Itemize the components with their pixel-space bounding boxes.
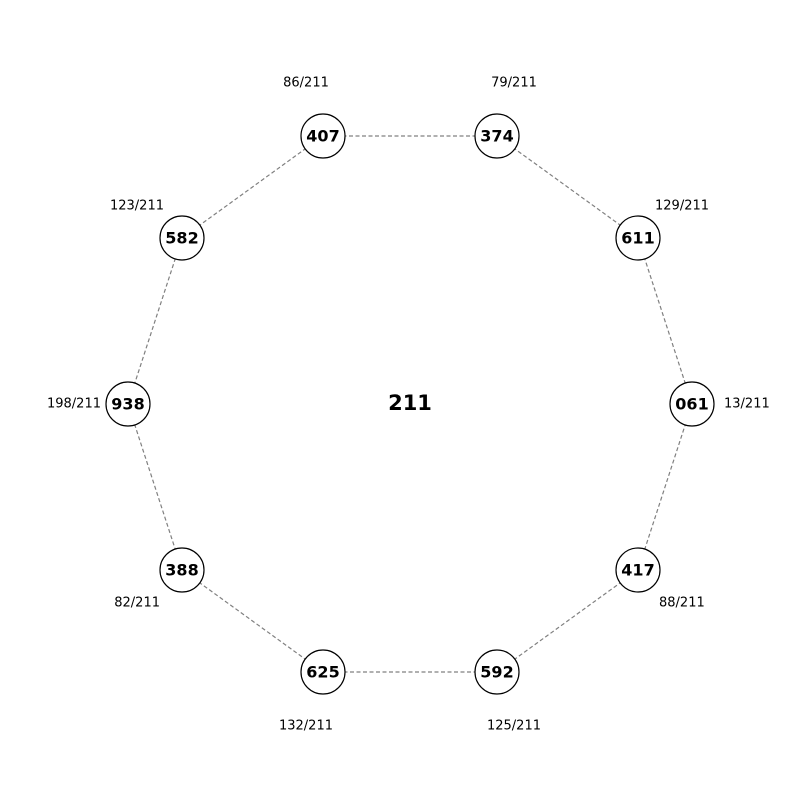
center-label: 211 [388, 391, 432, 415]
node-label: 388 [165, 561, 198, 580]
node-circle [474, 649, 520, 695]
node-label: 582 [165, 229, 198, 248]
node-fraction-label: 88/211 [659, 596, 705, 611]
ring-edge [496, 569, 639, 673]
ring-node: 417 88/211 [615, 547, 705, 611]
node-label: 061 [675, 395, 708, 414]
ring-node: 407 86/211 [283, 76, 346, 159]
node-label: 374 [480, 127, 513, 146]
ring-node: 592 125/211 [474, 649, 541, 734]
node-circle [300, 113, 346, 159]
ring-node: 374 79/211 [474, 76, 537, 159]
node-fraction-label: 123/211 [110, 199, 164, 214]
node-label: 611 [621, 229, 654, 248]
node-fraction-label: 132/211 [279, 719, 333, 734]
ring-edge [637, 403, 693, 571]
node-circle [615, 215, 661, 261]
node-fraction-label: 79/211 [491, 76, 537, 91]
ring-edge [496, 135, 639, 239]
ring-node: 938 198/211 [47, 381, 151, 427]
ring-edge [181, 569, 324, 673]
node-circle [159, 215, 205, 261]
node-circle [615, 547, 661, 593]
ring-edge [127, 237, 183, 405]
node-fraction-label: 198/211 [47, 397, 101, 412]
node-label: 625 [306, 663, 339, 682]
ring-edge [637, 237, 693, 405]
node-fraction-label: 125/211 [487, 719, 541, 734]
ring-edge [127, 403, 183, 571]
node-circle [474, 113, 520, 159]
node-fraction-label: 13/211 [724, 397, 770, 412]
ring-edge [181, 135, 324, 239]
node-circle [300, 649, 346, 695]
ring-edges [127, 135, 693, 673]
ring-node: 388 82/211 [114, 547, 205, 611]
node-label: 938 [111, 395, 144, 414]
node-label: 407 [306, 127, 339, 146]
node-fraction-label: 129/211 [655, 199, 709, 214]
ring-node: 625 132/211 [279, 649, 346, 734]
node-fraction-label: 86/211 [283, 76, 329, 91]
node-circle [159, 547, 205, 593]
node-fraction-label: 82/211 [114, 596, 160, 611]
node-label: 417 [621, 561, 654, 580]
node-circle [669, 381, 715, 427]
ring-node: 061 13/211 [669, 381, 770, 427]
node-circle [105, 381, 151, 427]
node-label: 592 [480, 663, 513, 682]
